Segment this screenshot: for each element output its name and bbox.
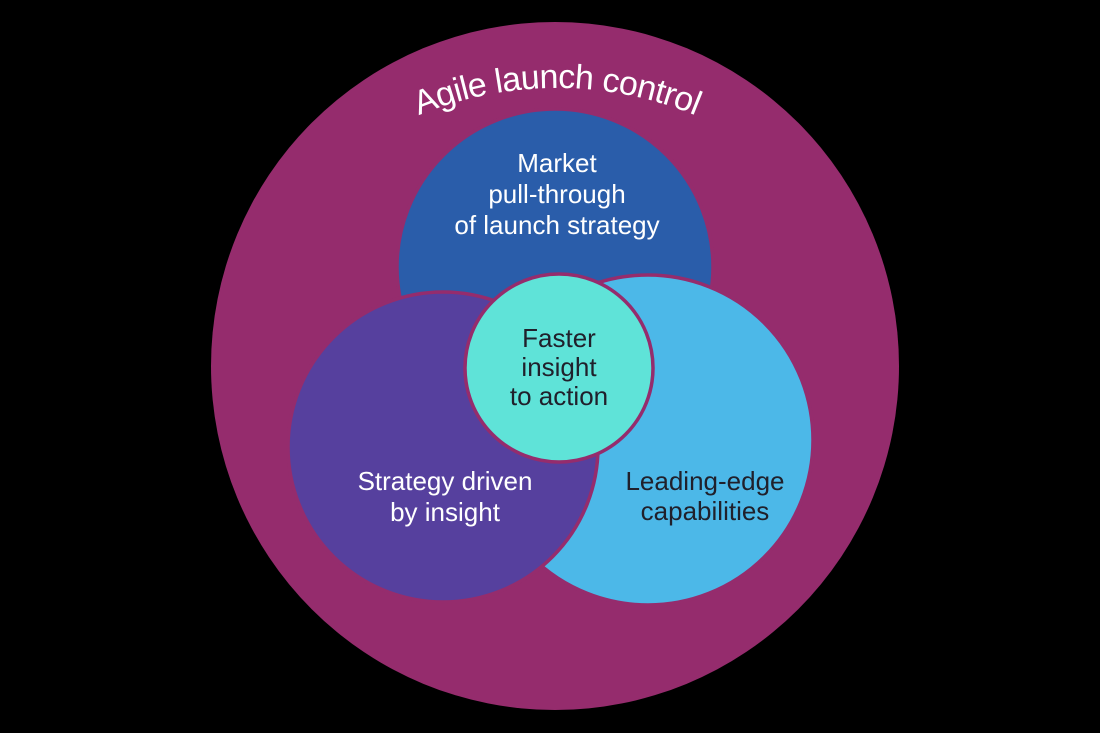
strategy-label-line-2: by insight [390,497,501,527]
leading-label-line-1: Leading-edge [625,466,784,496]
center-label: Faster insight to action [510,323,608,411]
market-label-line-1: Market [517,148,597,178]
market-label: Market pull-through of launch strategy [454,148,659,240]
market-label-line-3: of launch strategy [454,210,659,240]
leading-label: Leading-edge capabilities [625,466,784,526]
center-circle-border [463,272,655,464]
center-circle [465,274,653,462]
center-label-line-3: to action [510,381,608,411]
leading-label-line-2: capabilities [641,496,770,526]
market-label-line-2: pull-through [488,179,625,209]
strategy-label-line-1: Strategy driven [358,466,533,496]
center-label-line-1: Faster [522,323,596,353]
center-label-line-2: insight [521,352,597,382]
strategy-label: Strategy driven by insight [358,466,533,527]
